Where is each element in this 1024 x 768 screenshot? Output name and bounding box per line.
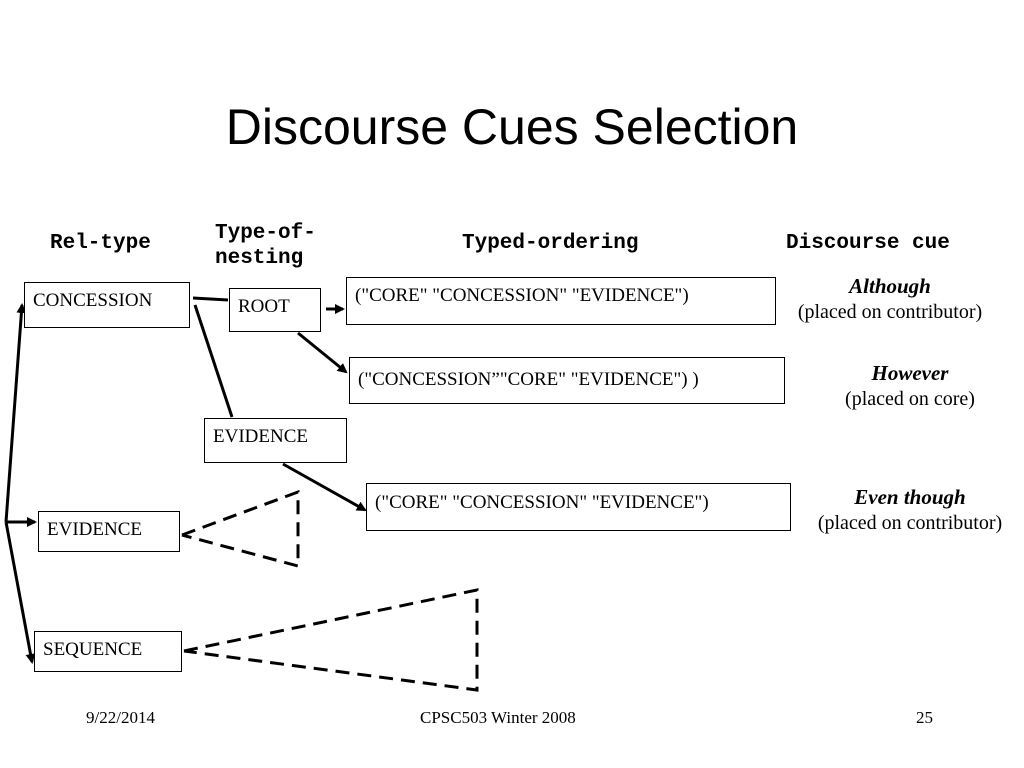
cue-even-though: Even though (placed on contributor) (798, 484, 1022, 536)
ordering-2: ("CONCESSION”"CORE" "EVIDENCE") ) (349, 357, 785, 404)
root-to-ordering-2-arrow (297, 331, 348, 374)
cue-word: Even though (854, 485, 966, 509)
tree-branch-sequence (4, 521, 36, 664)
cue-note: (placed on core) (845, 388, 975, 410)
concession-to-root-line (192, 296, 229, 302)
evidence-subtree-triangle (181, 489, 300, 568)
node-root: ROOT (229, 288, 321, 332)
node-sequence: SEQUENCE (34, 631, 182, 672)
concession-to-evidence-line (193, 304, 234, 418)
cue-note: (placed on contributor) (797, 301, 983, 323)
ordering-1: ("CORE" "CONCESSION" "EVIDENCE") (346, 277, 776, 325)
cue-word: Although (849, 274, 931, 298)
cue-although: Although (placed on contributor) (780, 273, 1000, 325)
footer-page-number: 25 (916, 708, 933, 727)
header-type-of-nesting: Type-of- nesting (215, 222, 316, 270)
node-concession: CONCESSION (24, 282, 190, 328)
cue-however: However (placed on core) (800, 360, 1020, 412)
node-evidence: EVIDENCE (38, 511, 180, 552)
header-rel-type: Rel-type (50, 232, 151, 255)
sequence-subtree-triangle (183, 588, 479, 692)
cue-word: However (871, 361, 949, 385)
slide-title: Discourse Cues Selection (225, 99, 799, 155)
header-discourse-cue: Discourse cue (786, 232, 950, 255)
node-evidence-nested: EVIDENCE (204, 418, 347, 463)
tree-branch-concession (4, 303, 27, 523)
footer-course: CPSC503 Winter 2008 (420, 708, 576, 727)
evidence-to-ordering-3-arrow (282, 462, 367, 512)
header-typed-ordering: Typed-ordering (462, 232, 639, 255)
ordering-3: ("CORE" "CONCESSION" "EVIDENCE") (366, 483, 791, 531)
footer-date: 9/22/2014 (86, 708, 155, 727)
cue-note: (placed on contributor) (817, 512, 1003, 534)
